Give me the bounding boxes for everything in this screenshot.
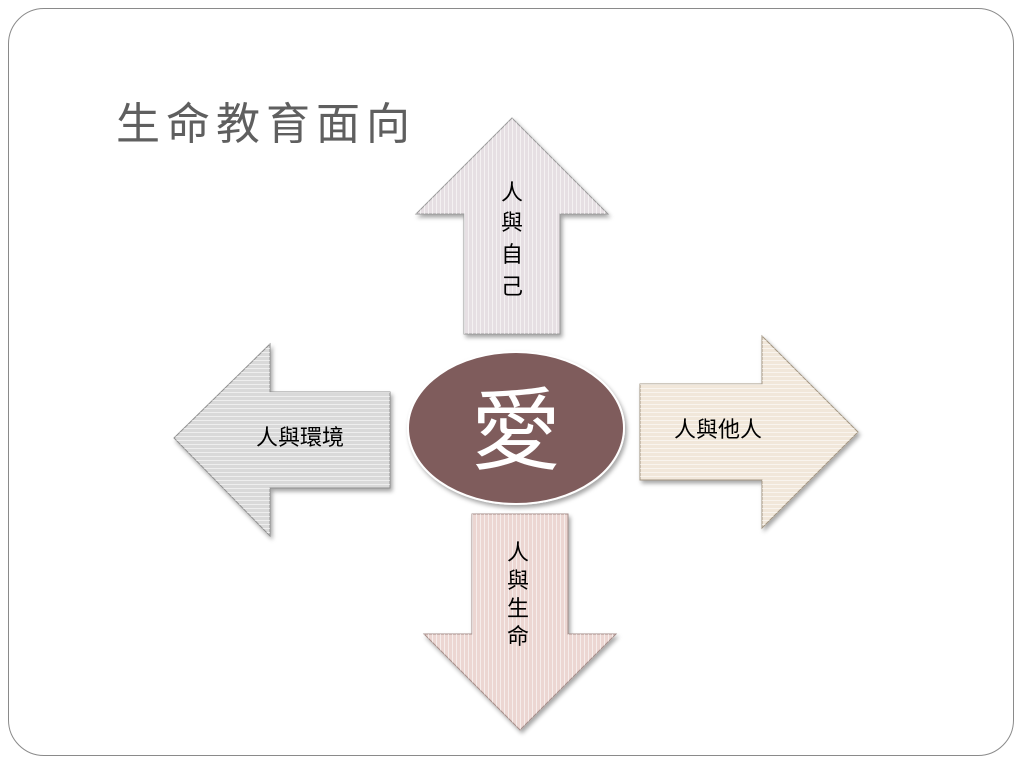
arrow-down-label-char-1: 人 — [507, 541, 529, 566]
center-label: 愛 — [471, 379, 561, 484]
slide-title: 生命教育面向 — [116, 99, 416, 150]
arrow-up-label-char-1: 人 — [501, 181, 523, 206]
arrow-down-label-char-4: 命 — [507, 625, 529, 650]
arrow-down-label-char-2: 與 — [507, 569, 529, 594]
arrow-left: 人與環境 — [173, 342, 391, 538]
center-node: 愛 — [407, 351, 625, 505]
arrow-right: 人與他人 — [639, 334, 859, 530]
arrow-down-label-char-3: 生 — [507, 597, 529, 622]
arrow-up-label-char-4: 己 — [501, 275, 523, 300]
arrow-right-label: 人與他人 — [674, 418, 762, 443]
center-ellipse — [407, 351, 625, 505]
arrow-left-label: 人與環境 — [256, 426, 344, 451]
arrow-up: 人 與 自 己 — [414, 117, 610, 335]
arrow-up-label-char-3: 自 — [501, 243, 523, 268]
arrow-up-label-char-2: 與 — [501, 211, 523, 236]
arrow-down: 人 與 生 命 — [422, 513, 618, 731]
